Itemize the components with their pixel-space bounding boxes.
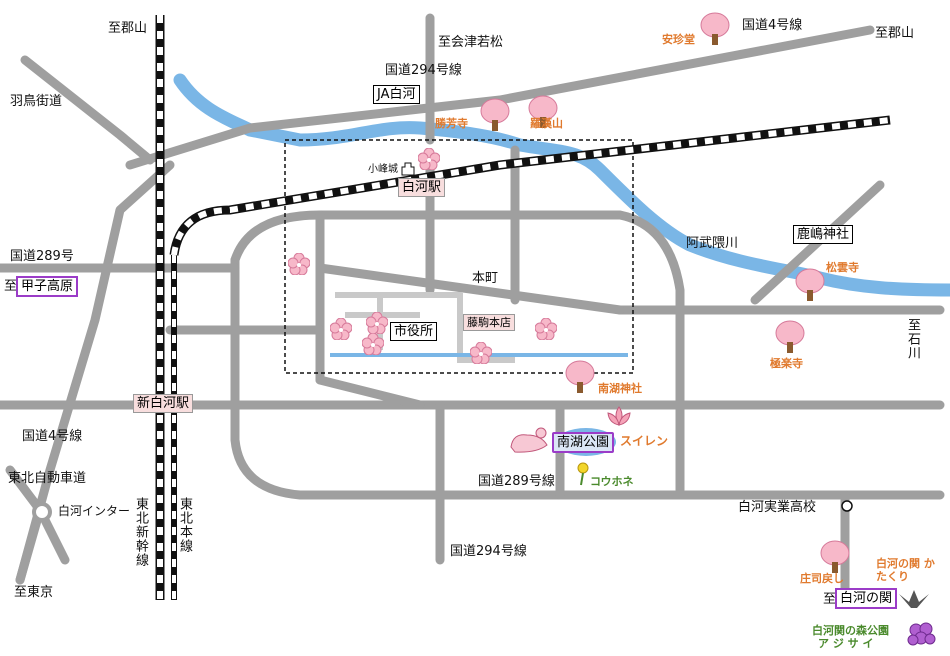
sakura-flower-icon — [418, 148, 440, 170]
label-mori-park: 白河関の森公園 — [812, 624, 889, 637]
label-katakuri: 白河の関 かたくり — [876, 557, 935, 584]
label-hatori: 羽鳥街道 — [10, 94, 63, 109]
sakura-flower-icon — [470, 342, 492, 364]
label-shirakawa-seki[interactable]: 白河の関 — [835, 588, 898, 609]
hatori-road — [20, 55, 155, 165]
tohoku-rail — [155, 15, 891, 600]
sakura-flower-icon — [535, 318, 557, 340]
label-route294-north: 国道294号線 — [385, 63, 462, 78]
label-nanko-park[interactable]: 南湖公園 — [552, 432, 615, 453]
sakura-flower-icon — [366, 312, 388, 334]
cherry-tree-icon — [820, 540, 850, 573]
label-ajisai: ア ジ サ イ — [818, 637, 874, 650]
label-koriyama-ne: 至郡山 — [875, 26, 915, 41]
city-center-box — [284, 139, 634, 374]
label-kasshi-prefix: 至 — [4, 279, 18, 294]
label-route289-west: 国道289号 — [10, 249, 74, 264]
label-tohoku-main: 東北本線 — [177, 497, 192, 553]
hydrangea-icon — [907, 622, 936, 646]
lotus-icon — [607, 406, 631, 426]
castle-icon — [401, 162, 415, 176]
label-suiren: スイレン — [620, 434, 669, 448]
label-kouhone: コウホネ — [590, 475, 634, 488]
label-route294-south: 国道294号線 — [450, 544, 527, 559]
ring-south — [315, 375, 425, 410]
west-loop — [230, 255, 945, 500]
label-shouunji: 松雲寺 — [826, 261, 859, 274]
label-tohoku-shinkansen: 東北新幹線 — [133, 497, 148, 567]
mountain-bird-icon — [899, 590, 929, 608]
label-shoji-zakura: 庄司戻し — [800, 572, 844, 585]
label-abukuma: 阿武隈川 — [686, 236, 739, 251]
label-route289-south: 国道289号線 — [478, 474, 555, 489]
label-kyouhouji: 勝芳寺 — [435, 117, 468, 130]
interchange-circle — [32, 502, 52, 522]
label-nanko-shrine: 南湖神社 — [598, 382, 642, 395]
swan-boat-icon — [510, 427, 548, 453]
label-aizu: 至会津若松 — [438, 35, 504, 50]
label-seki-prefix: 至 — [823, 592, 837, 607]
kouhone-flower-icon — [577, 462, 589, 486]
ring-road — [230, 210, 685, 495]
label-kashima: 鹿嶋神社 — [793, 225, 854, 244]
label-ja-shirakawa: JA白河 — [373, 85, 420, 104]
label-ishikawa: 至石川 — [905, 318, 920, 360]
label-toukoma: 藤駒本店 — [463, 314, 515, 331]
label-shirakawa-ic: 白河インター — [58, 504, 131, 518]
label-rahaisan: 羅漢山 — [530, 117, 563, 130]
label-shirakawa-station[interactable]: 白河駅 — [398, 178, 446, 197]
cherry-tree-icon — [528, 95, 558, 128]
expressway-left — [5, 465, 45, 585]
route4-ne-road — [125, 25, 875, 170]
sakura-flower-icon — [362, 333, 384, 355]
label-route4-ne: 国道4号線 — [742, 18, 803, 33]
cherry-tree-icon — [775, 320, 805, 353]
label-anchindo: 安珍堂 — [662, 33, 695, 46]
sakura-flower-icon — [288, 253, 310, 275]
cherry-tree-icon — [700, 12, 730, 45]
label-jitsugyo: 白河実業高校 — [738, 500, 817, 515]
central-ew-1 — [315, 263, 625, 315]
cherry-tree-icon — [480, 98, 510, 131]
cherry-tree-icon — [565, 360, 595, 393]
sakura-flower-icon — [330, 318, 352, 340]
label-tohoku-expressway: 東北自動車道 — [8, 471, 87, 486]
cherry-tree-icon — [795, 268, 825, 301]
label-koriyama-nw: 至郡山 — [108, 21, 148, 36]
label-shiyakusho: 市役所 — [390, 322, 438, 341]
label-komine: 小峰城 — [368, 164, 398, 175]
label-gokurakuji: 極楽寺 — [770, 357, 803, 370]
label-honmachi: 本町 — [472, 271, 499, 286]
label-kasshi[interactable]: 甲子高原 — [16, 276, 79, 297]
label-route4-west: 国道4号線 — [22, 429, 83, 444]
label-to-tokyo: 至東京 — [14, 585, 54, 600]
label-shin-shirakawa[interactable]: 新白河駅 — [133, 394, 194, 413]
